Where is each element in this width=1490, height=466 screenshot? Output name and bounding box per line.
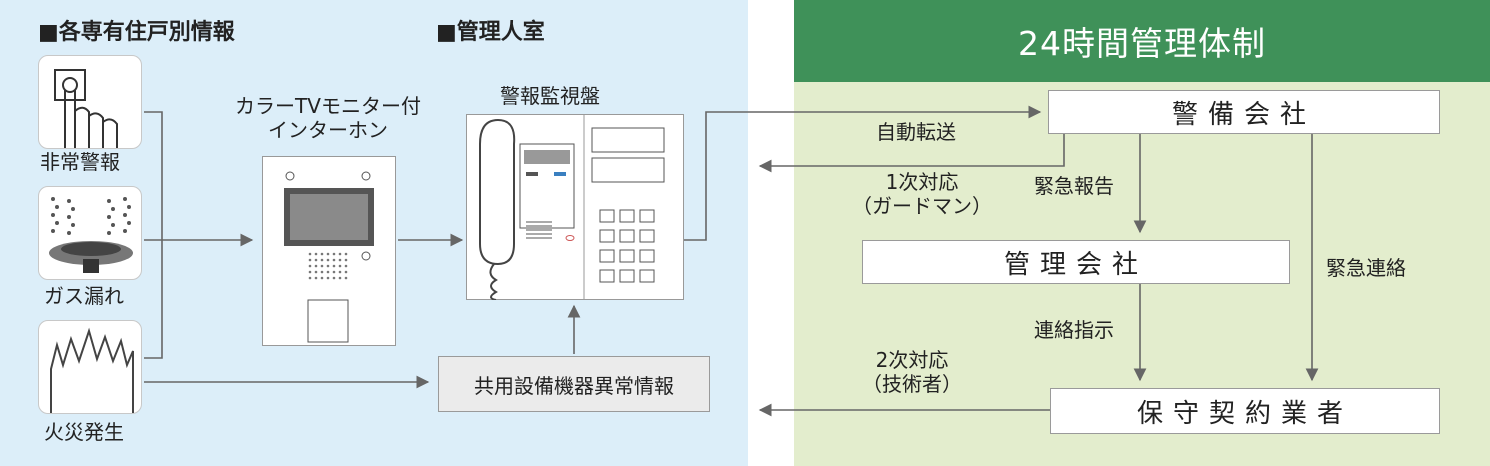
intercom-label-line1: カラーTVモニター付 — [235, 94, 421, 118]
gas-card — [38, 186, 142, 280]
first-response-label: 1次対応 （ガードマン） — [842, 170, 1002, 218]
common-equipment-info-box: 共用設備機器異常情報 — [438, 356, 710, 412]
second-response-line2: （技術者） — [862, 372, 962, 396]
monitor-label: 警報監視盤 — [500, 84, 600, 108]
alarm-label: 非常警報 — [40, 150, 120, 174]
first-response-line2: （ガードマン） — [852, 194, 992, 218]
fire-icon — [50, 327, 134, 413]
security-company-box: 警備会社 — [1048, 90, 1440, 134]
unit-info-title: ■各専有住戸別情報 — [38, 20, 235, 45]
emergency-report-label: 緊急報告 — [1034, 174, 1114, 198]
management-system-header: 24時間管理体制 — [794, 0, 1490, 82]
gas-label: ガス漏れ — [44, 284, 124, 308]
gas-leak-icon — [49, 197, 133, 273]
sources-bus-line — [144, 111, 163, 359]
first-response-arrow — [758, 134, 1065, 173]
maintenance-contractor-box: 保守契約業者 — [1050, 388, 1440, 434]
alarm-card — [38, 55, 142, 149]
alarm-button-icon — [54, 69, 118, 148]
second-response-label: 2次対応 （技術者） — [852, 348, 972, 396]
emergency-contact-label: 緊急連絡 — [1326, 256, 1406, 280]
first-response-line1: 1次対応 — [885, 170, 959, 194]
fire-label: 火災発生 — [44, 420, 124, 444]
alarm-monitor-panel-icon — [466, 114, 684, 300]
management-company-box: 管理会社 — [862, 240, 1290, 284]
monitor-to-security-arrow — [684, 105, 1042, 241]
intercom-label: カラーTVモニター付 インターホン — [228, 94, 428, 142]
auto-transfer-label: 自動転送 — [876, 120, 956, 144]
intercom-device-icon — [262, 156, 396, 346]
second-response-line1: 2次対応 — [875, 348, 949, 372]
contact-instruction-label: 連絡指示 — [1034, 318, 1114, 342]
office-title: ■管理人室 — [436, 20, 545, 45]
fire-card — [38, 320, 142, 414]
intercom-label-line2: インターホン — [268, 118, 388, 142]
